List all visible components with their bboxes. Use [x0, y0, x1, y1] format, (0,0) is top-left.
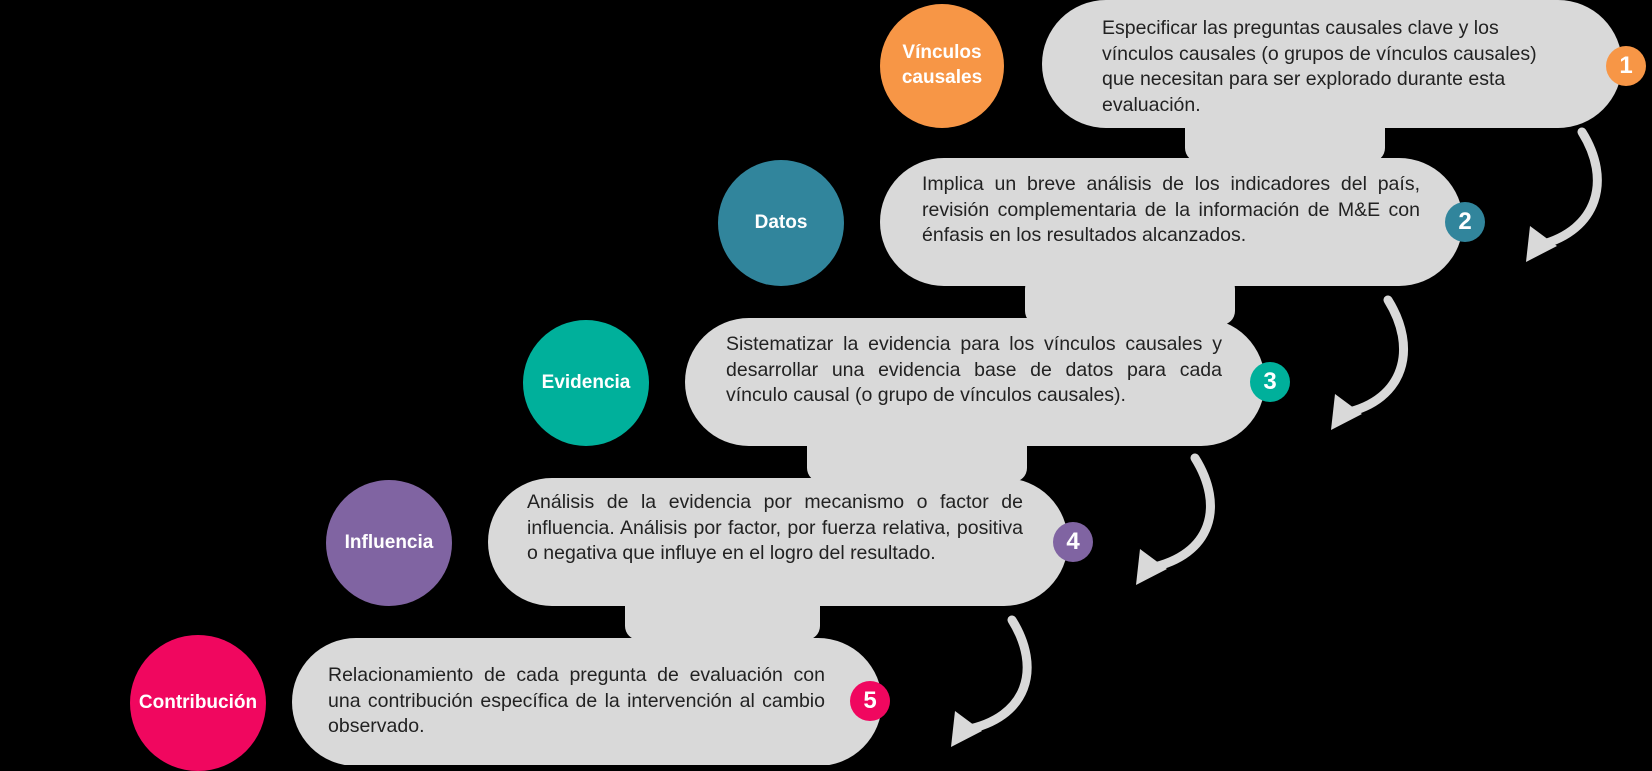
- panel-2: [880, 158, 1463, 286]
- connector-2-3: [1025, 275, 1235, 325]
- step-5-circle: Contribución: [130, 635, 266, 771]
- arrowhead-4-icon: [951, 711, 982, 747]
- panel-5: [292, 638, 882, 765]
- step-3-number-badge: 3: [1250, 362, 1290, 402]
- step-3-circle: Evidencia: [523, 320, 649, 446]
- step-1-label-line-2: causales: [901, 67, 983, 88]
- step-1-label-line-1: Vínculos: [902, 42, 982, 64]
- step-3-description: Sistematizar la evidencia para los víncu…: [726, 333, 1222, 406]
- step-3-label: Evidencia: [541, 371, 631, 393]
- curved-arrow-3-icon: [1145, 453, 1215, 573]
- arrowhead-2-icon: [1331, 394, 1362, 430]
- step-4-label: Influencia: [344, 531, 434, 553]
- panel-1: [1042, 0, 1622, 128]
- curved-arrow-1-icon: [1535, 127, 1602, 250]
- curved-arrow-2-icon: [1340, 295, 1409, 418]
- panel-3: [685, 318, 1265, 446]
- step-2-description: Implica un breve análisis de los indicad…: [922, 173, 1420, 246]
- step-1-number-badge: 1: [1606, 46, 1646, 86]
- step-2-number-badge: 2: [1445, 202, 1485, 242]
- step-5-label: Contribución: [138, 691, 258, 713]
- step-4-description: Análisis de la evidencia por mecanismo o…: [527, 491, 1023, 564]
- curved-arrow-4-icon: [960, 615, 1032, 735]
- step-2-circle: Datos: [718, 160, 844, 286]
- step-1-description: Especificar las preguntas causales clave…: [1102, 17, 1537, 116]
- panel-4: [488, 478, 1068, 606]
- step-2-label: Datos: [754, 211, 808, 233]
- arrowhead-3-icon: [1136, 549, 1167, 585]
- step-5-number-badge: 5: [850, 681, 890, 721]
- step-4-number-badge: 4: [1053, 522, 1093, 562]
- step-1-circle: Vínculos causales: [880, 4, 1004, 128]
- arrowhead-1-icon: [1526, 226, 1557, 262]
- step-5-description: Relacionamiento de cada pregunta de eval…: [328, 664, 825, 737]
- step-4-circle: Influencia: [326, 480, 452, 606]
